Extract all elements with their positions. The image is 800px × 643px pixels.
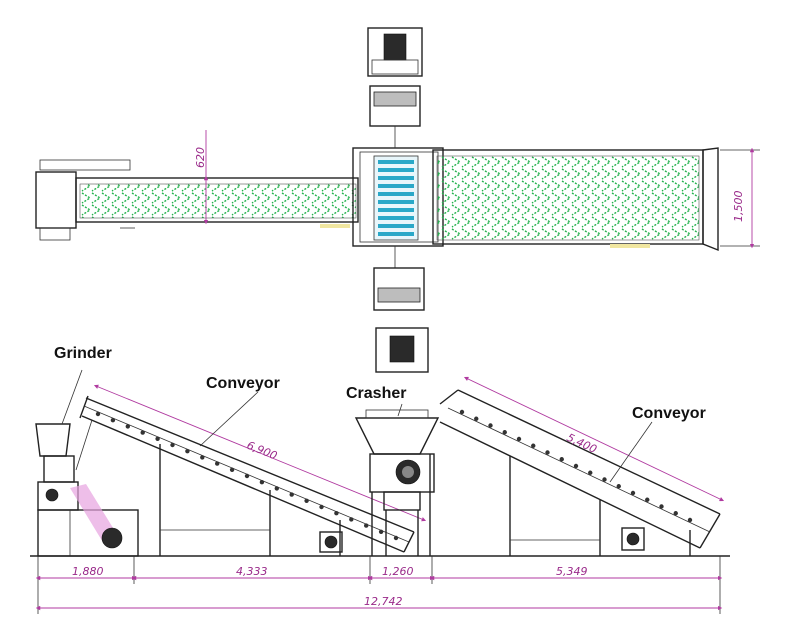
conveyor-left-label: Conveyor <box>206 375 280 392</box>
conveyor-roller <box>110 418 116 423</box>
conveyor-roller <box>259 480 265 485</box>
conveyor-roller <box>602 477 607 482</box>
hopper-width-dimension: 1,500 <box>720 147 760 249</box>
crusher-blade <box>378 208 414 212</box>
conveyor-roller <box>687 517 693 523</box>
grinder-label: Grinder <box>54 345 112 362</box>
crasher-machine <box>354 409 440 556</box>
crusher-blade <box>378 160 414 164</box>
crusher-blade <box>378 200 414 204</box>
conveyor-roller <box>488 423 493 428</box>
conveyor-roller <box>289 492 294 497</box>
plan-view: 620 <box>35 27 760 373</box>
conveyor-roller <box>673 511 678 516</box>
conveyor-roller <box>125 424 130 429</box>
conveyor-roller <box>531 443 536 448</box>
conveyor-right-label: Conveyor <box>632 405 706 422</box>
crusher-blade <box>378 192 414 196</box>
conveyor-roller <box>215 461 220 466</box>
belt-width-label: 620 <box>194 147 207 168</box>
conveyor-roller <box>244 473 250 479</box>
right-conveyor-length-label: 5,400 <box>565 431 599 456</box>
conveyor-roller <box>559 457 564 462</box>
left-conveyor-length-dimension: 6,900 <box>93 384 427 522</box>
crusher-plan <box>352 147 444 247</box>
crusher-blade <box>378 176 414 180</box>
conveyor-roller <box>334 511 339 516</box>
right-conveyor-length-dimension: 5,400 <box>463 376 725 502</box>
conveyor-roller <box>140 430 145 435</box>
total-length-label: 12,742 <box>364 595 403 608</box>
conveyor-roller <box>588 470 593 475</box>
conveyor-roller <box>573 463 579 469</box>
conveyor-roller <box>630 490 636 496</box>
conveyor-roller <box>229 467 235 472</box>
conveyor-roller <box>393 535 399 541</box>
conveyor-roller <box>616 484 621 489</box>
conveyor-roller <box>659 504 664 509</box>
conveyor-roller <box>155 436 160 441</box>
conveyor-roller <box>349 517 354 522</box>
conveyor-roller <box>645 497 650 502</box>
seg-conveyor-left-label: 4,333 <box>236 565 268 578</box>
conveyor-roller <box>170 442 175 448</box>
conveyor-roller <box>364 523 369 528</box>
conveyor-roller <box>516 436 522 442</box>
left-conveyor-elevation <box>79 395 415 556</box>
seg-grinder-label: 1,880 <box>72 565 104 578</box>
grinder-machine <box>35 419 139 557</box>
conveyor-roller <box>185 449 190 454</box>
hopper-width-label: 1,500 <box>732 191 745 223</box>
conveyor-roller <box>319 504 324 510</box>
bottom-dimensions: 1,880 4,333 1,260 5,349 12,742 <box>35 556 723 614</box>
conveyor-roller <box>274 486 279 491</box>
seg-crasher-label: 1,260 <box>382 565 414 578</box>
crasher-label: Crasher <box>346 385 406 402</box>
conveyor-roller <box>474 416 479 421</box>
belt-width-dimension: 620 <box>194 130 209 225</box>
crusher-motor-top <box>367 27 423 148</box>
crusher-blade <box>378 184 414 188</box>
elevation-view: 6,900 <box>30 345 730 557</box>
conveyor-roller <box>459 409 465 415</box>
crusher-blade <box>378 216 414 220</box>
crusher-blade <box>378 224 414 228</box>
seg-conveyor-right-label: 5,349 <box>556 565 588 578</box>
conveyor-roller <box>502 430 507 435</box>
conveyor-roller <box>545 450 550 455</box>
crusher-blade <box>378 168 414 172</box>
conveyor-roller <box>304 498 309 503</box>
crusher-motor-bottom <box>373 246 429 373</box>
left-conveyor-plan <box>35 159 359 241</box>
conveyor-roller <box>378 529 384 534</box>
conveyor-roller <box>95 411 101 417</box>
crusher-blade <box>378 232 414 236</box>
conveyor-roller <box>200 455 205 460</box>
right-conveyor-plan <box>432 147 719 252</box>
left-conveyor-length-label: 6,900 <box>245 439 279 463</box>
